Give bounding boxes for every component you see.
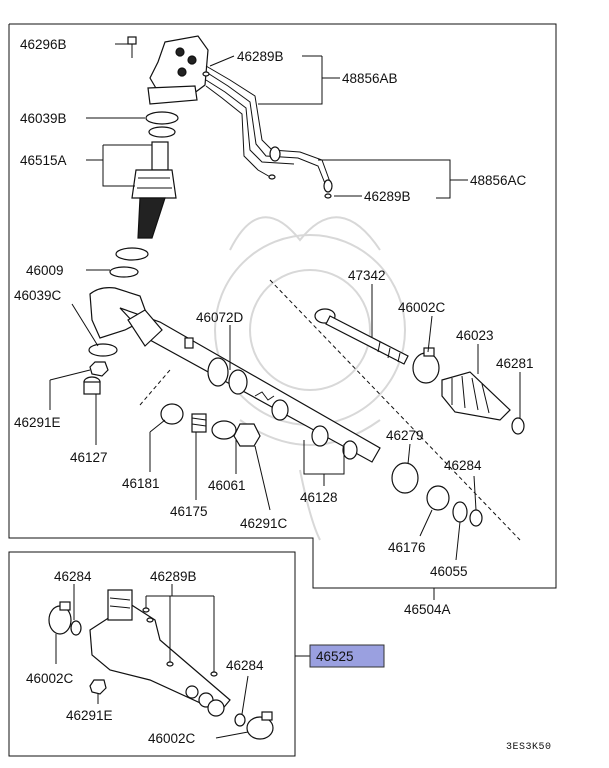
label-46284-top[interactable]: 46284 — [444, 458, 482, 473]
label-46002C-inset1[interactable]: 46002C — [26, 671, 74, 686]
inset-nut-46291E — [89, 679, 107, 695]
bolt-46296B — [127, 36, 137, 58]
label-46023[interactable]: 46023 — [456, 328, 494, 343]
label-46002C-inset2[interactable]: 46002C — [148, 731, 196, 746]
inset-ring-46284-a — [70, 620, 82, 636]
diagram-code: 3ES3K50 — [506, 742, 552, 753]
label-46284-inset1[interactable]: 46284 — [54, 569, 92, 584]
label-46176[interactable]: 46176 — [388, 540, 426, 555]
label-46291E-inset[interactable]: 46291E — [66, 708, 113, 723]
label-46289B-top[interactable]: 46289B — [237, 49, 284, 64]
spring-rack-area — [254, 391, 275, 401]
ring-46284-top — [469, 509, 483, 527]
label-46072D[interactable]: 46072D — [196, 310, 244, 325]
inset-housing — [89, 589, 231, 717]
nut-46291E-top — [89, 361, 109, 377]
rack-housing — [89, 287, 381, 463]
part-labels: 46296B 46289B 48856AB 46039B 46515A 4885… — [14, 37, 552, 753]
clip-46281 — [511, 417, 525, 435]
pressure-tubes — [202, 65, 333, 199]
label-46002C-top[interactable]: 46002C — [398, 300, 446, 315]
label-46281[interactable]: 46281 — [496, 356, 534, 371]
dashed-guide — [139, 279, 521, 541]
label-46296B[interactable]: 46296B — [20, 37, 67, 52]
locknut-46291C — [233, 423, 261, 447]
main-frame — [8, 23, 557, 589]
ring-46055 — [452, 501, 468, 523]
label-46289B-mid[interactable]: 46289B — [364, 189, 411, 204]
label-46525[interactable]: 46525 — [316, 649, 354, 664]
label-46128[interactable]: 46128 — [300, 490, 338, 505]
inset-clamp-right — [246, 711, 274, 740]
cap-46061 — [211, 420, 237, 440]
label-46291E-top[interactable]: 46291E — [14, 415, 61, 430]
label-46009[interactable]: 46009 — [26, 263, 64, 278]
label-46504A[interactable]: 46504A — [404, 602, 451, 617]
label-46291C[interactable]: 46291C — [240, 516, 288, 531]
label-46181[interactable]: 46181 — [122, 476, 160, 491]
label-48856AB[interactable]: 48856AB — [342, 71, 398, 86]
clamp-46002C-top — [412, 347, 440, 384]
seal-46039C — [88, 343, 118, 357]
bushing-46127 — [83, 376, 101, 395]
inset-ring-46284-b — [234, 713, 246, 727]
spring-46175 — [191, 413, 207, 433]
label-48856AC[interactable]: 48856AC — [470, 173, 527, 188]
inset-frame — [8, 551, 296, 757]
boot-46023 — [441, 371, 511, 421]
label-46127[interactable]: 46127 — [70, 450, 108, 465]
label-46055[interactable]: 46055 — [430, 564, 468, 579]
label-46039B[interactable]: 46039B — [20, 111, 67, 126]
highlight-box-46525 — [309, 644, 385, 668]
bushing-46279 — [391, 462, 419, 494]
label-46175[interactable]: 46175 — [170, 504, 208, 519]
seal-46176 — [426, 485, 450, 511]
rack-guide-46181 — [160, 403, 184, 425]
label-47342[interactable]: 47342 — [348, 268, 386, 283]
label-46515A[interactable]: 46515A — [20, 153, 67, 168]
label-46061[interactable]: 46061 — [208, 478, 246, 493]
bearing-46009 — [109, 247, 149, 278]
label-46279[interactable]: 46279 — [386, 428, 424, 443]
label-46039C[interactable]: 46039C — [14, 288, 62, 303]
label-46289B-inset[interactable]: 46289B — [150, 569, 197, 584]
leader-lines — [49, 43, 521, 739]
label-46284-inset2[interactable]: 46284 — [226, 658, 264, 673]
tie-rod-47342 — [314, 308, 409, 365]
inset-clamp-left — [48, 601, 72, 635]
seal-46039B — [145, 111, 179, 138]
pinion-valve-46515A — [131, 141, 177, 239]
valve-housing — [147, 35, 209, 105]
